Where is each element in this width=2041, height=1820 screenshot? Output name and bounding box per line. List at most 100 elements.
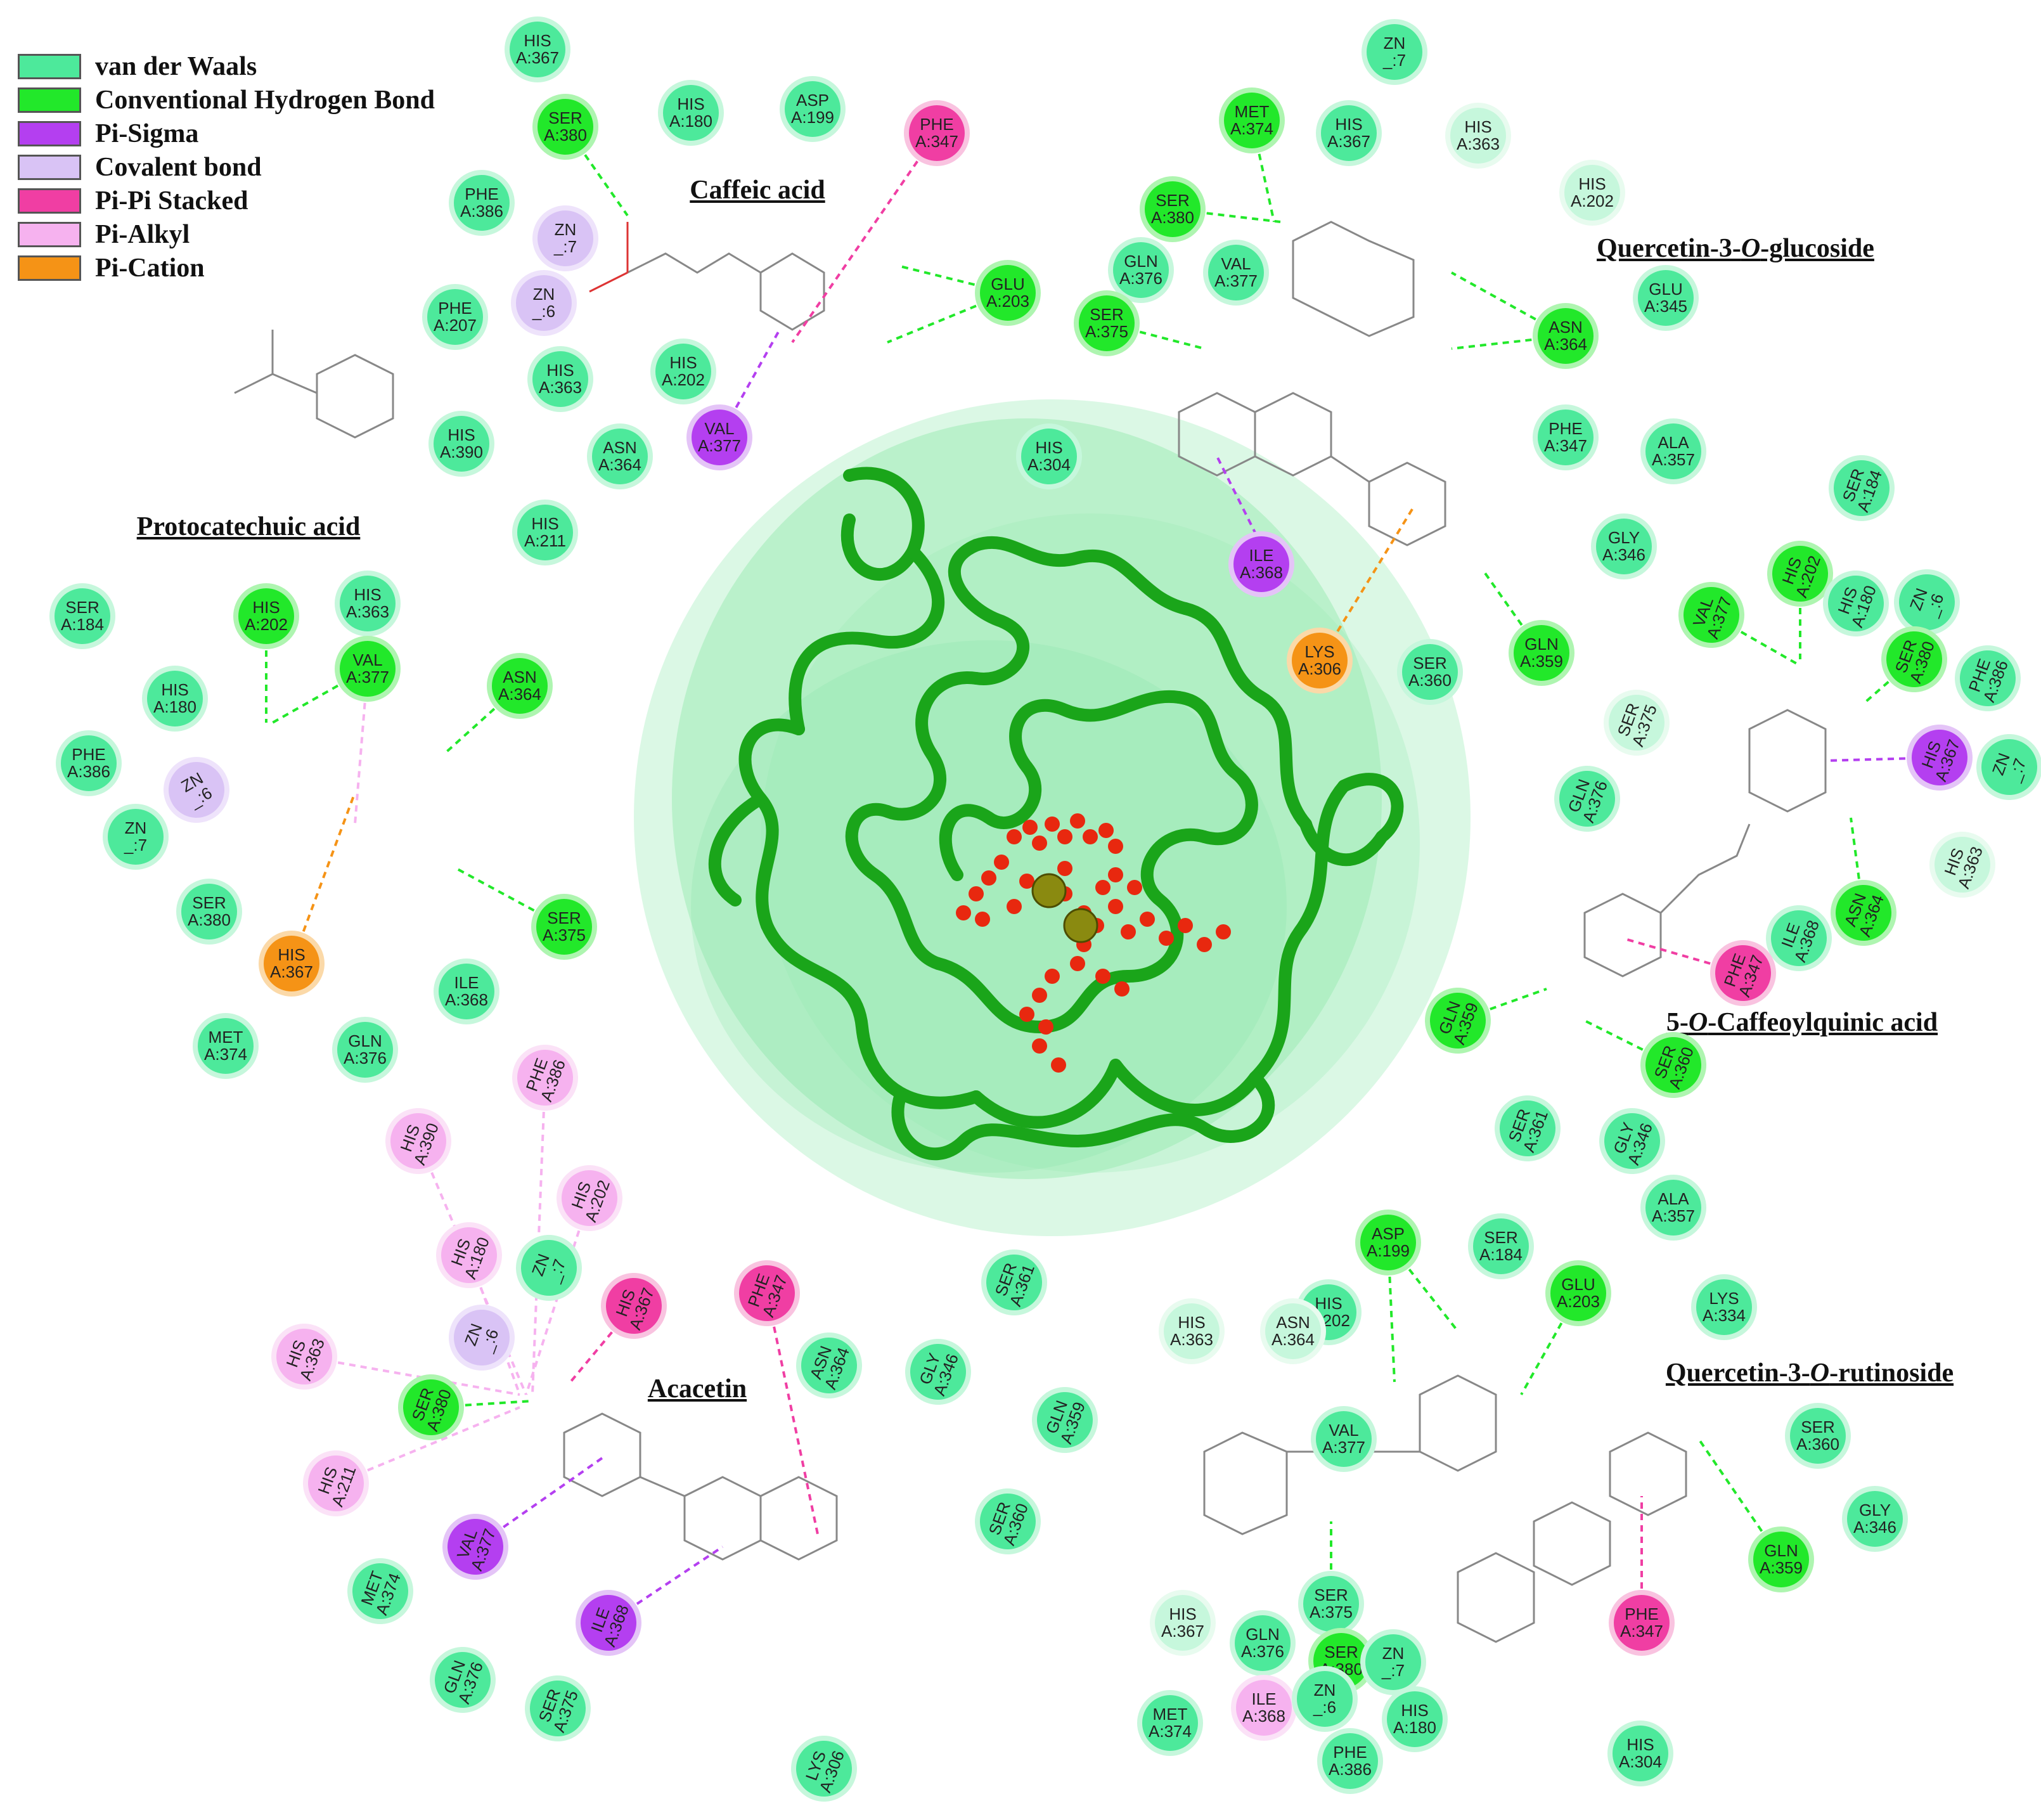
residue-id: A:357 xyxy=(1652,1206,1695,1225)
residue-id: A:199 xyxy=(1367,1241,1410,1260)
residue-name: GLU xyxy=(1561,1275,1595,1294)
residue-name: HIS xyxy=(447,425,475,444)
residue-name: HIS xyxy=(1035,438,1063,457)
residue-name: PHE xyxy=(1548,419,1583,438)
residue-id: A:211 xyxy=(524,531,566,550)
residue-id: A:377 xyxy=(1322,1438,1365,1457)
residue-id: A:357 xyxy=(1652,450,1695,469)
residue-id: A:368 xyxy=(1240,563,1283,582)
residue-id: A:306 xyxy=(1298,659,1341,678)
title-caffeoylquinic-a: 5- xyxy=(1666,1008,1689,1037)
residue-name: SER xyxy=(65,598,100,617)
residue-id: A:359 xyxy=(1760,1558,1803,1577)
residue-id: _:7 xyxy=(1381,1661,1405,1680)
residue-zn-7: ZN_:7 xyxy=(1365,1634,1421,1690)
legend-label-pialkyl: Pi-Alkyl xyxy=(95,220,190,249)
residue-name: ALA xyxy=(1658,1189,1689,1208)
residue-name: ASN xyxy=(1276,1313,1310,1332)
residue-name: HIS xyxy=(1626,1735,1654,1754)
residue-id: A:184 xyxy=(61,615,104,634)
residue-name: SER xyxy=(1314,1585,1348,1604)
residue-name: HIS xyxy=(1178,1313,1206,1332)
residue-zn-7: ZN_:7 xyxy=(538,210,593,266)
residue-name: ILE xyxy=(454,973,479,992)
residue-name: PHE xyxy=(1625,1604,1659,1623)
residue-id: A:347 xyxy=(1544,436,1587,455)
legend-label-vdw: van der Waals xyxy=(95,52,257,81)
legend-label-pication: Pi-Cation xyxy=(95,254,205,283)
residue-name: ASN xyxy=(603,438,637,457)
residue-id: A:202 xyxy=(1571,191,1614,210)
residue-name: HIS xyxy=(1464,117,1492,136)
residue-name: PHE xyxy=(72,745,106,764)
residue-id: A:377 xyxy=(346,668,389,687)
title-quercetin-glucoside-b: -glucoside xyxy=(1760,234,1874,263)
residue-name: HIS xyxy=(1401,1701,1429,1720)
title-caffeic-acid: Caffeic acid xyxy=(690,176,825,205)
residue-id: A:363 xyxy=(1170,1330,1213,1349)
legend-label-pipi: Pi-Pi Stacked xyxy=(95,186,248,216)
residue-name: VAL xyxy=(704,419,735,438)
residue-name: ZN xyxy=(1383,34,1406,53)
residue-id: A:364 xyxy=(1272,1330,1315,1349)
residue-name: GLN xyxy=(1246,1625,1280,1644)
residue-id: A:386 xyxy=(67,762,110,781)
residue-id: A:199 xyxy=(791,108,834,127)
residue-id: A:202 xyxy=(662,370,705,389)
residue-id: A:376 xyxy=(1241,1642,1284,1661)
residue-id: A:347 xyxy=(1620,1622,1663,1641)
legend-item-pisigma: Pi-Sigma xyxy=(18,118,198,150)
residue-name: MET xyxy=(1152,1705,1188,1724)
residue-name: GLN xyxy=(1524,635,1559,654)
title-caffeoylquinic-acid: 5-O-Caffeoylquinic acid xyxy=(1666,1007,1938,1038)
residue-id: A:367 xyxy=(516,48,559,67)
residue-id: A:368 xyxy=(445,990,488,1009)
residue-id: A:386 xyxy=(460,202,503,221)
residue-zn-6: ZN_:6 xyxy=(516,275,572,331)
residue-name: ASN xyxy=(503,668,537,687)
legend-swatch-hbond xyxy=(18,87,81,113)
legend-item-covalent: Covalent bond xyxy=(18,152,262,183)
title-quercetin-rutinoside-o: O xyxy=(1810,1359,1830,1388)
residue-name: SER xyxy=(1484,1228,1518,1247)
residue-name: SER xyxy=(1801,1417,1835,1436)
residue-id: A:374 xyxy=(1149,1722,1192,1741)
residue-id: A:207 xyxy=(434,316,477,335)
residue-name: HIS xyxy=(669,353,697,372)
residue-id: A:374 xyxy=(204,1045,247,1064)
residue-name: GLN xyxy=(348,1031,382,1050)
residue-id: _:6 xyxy=(1313,1698,1337,1717)
residue-id: A:347 xyxy=(915,132,958,151)
residue-zn-6: ZN_:6 xyxy=(1297,1671,1353,1727)
protein-ribbon xyxy=(708,467,1404,1161)
residue-id: A:345 xyxy=(1644,297,1687,316)
residue-id: A:374 xyxy=(1230,119,1273,138)
residue-name: GLN xyxy=(1124,252,1158,271)
residue-name: ASN xyxy=(1548,318,1583,337)
residue-name: PHE xyxy=(1333,1743,1367,1762)
residue-name: VAL xyxy=(1329,1421,1359,1440)
